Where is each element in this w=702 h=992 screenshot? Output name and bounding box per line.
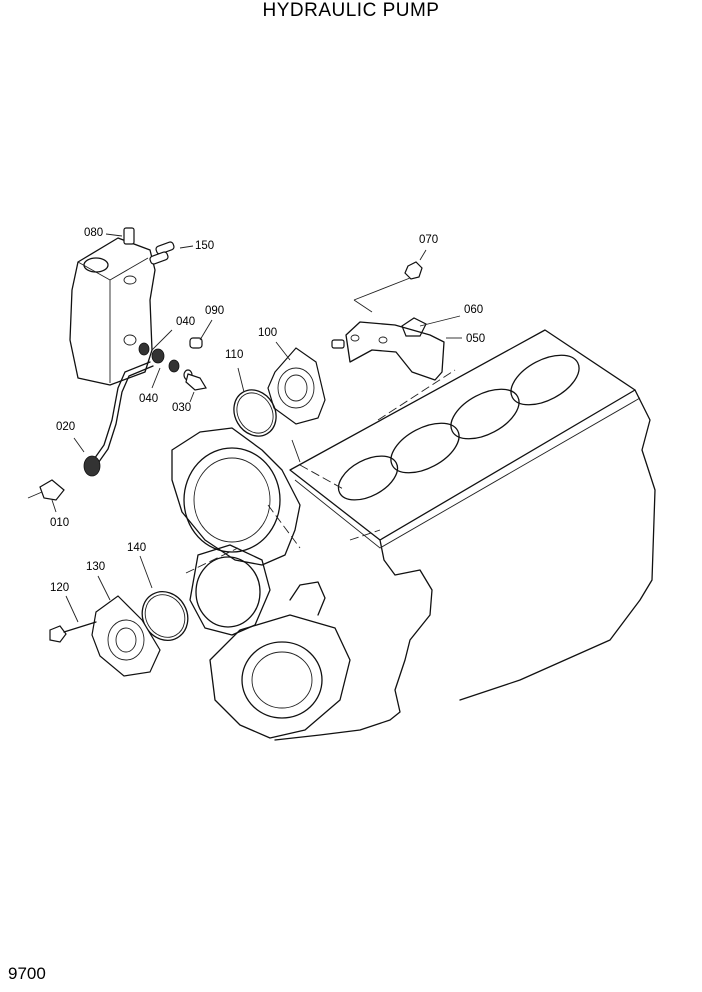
callout-110: 110 — [225, 349, 244, 361]
callout-020: 020 — [56, 421, 76, 433]
part-020-pipe — [73, 361, 154, 477]
part-110-o-ring — [233, 367, 277, 437]
callout-100: 100 — [258, 327, 278, 339]
part-090-plug — [189, 319, 213, 349]
callout-080: 080 — [84, 227, 104, 239]
part-050-bracket — [331, 321, 462, 381]
callout-030: 030 — [172, 402, 192, 414]
page-number: 9700 — [8, 964, 46, 983]
part-030-bolt — [185, 373, 207, 403]
part-150-plug — [149, 241, 194, 265]
page-title: HYDRAULIC PUMP — [262, 0, 440, 21]
engine-block — [171, 329, 656, 741]
pump-housing — [69, 237, 156, 386]
part-100-cover — [267, 341, 326, 425]
part-130-cover — [91, 575, 161, 677]
part-070-nut — [353, 249, 427, 313]
callout-050: 050 — [466, 333, 486, 345]
part-120-bolt — [49, 595, 97, 643]
callout-060: 060 — [464, 304, 484, 316]
callout-040: 040 — [176, 316, 196, 328]
part-080-plug — [105, 227, 135, 245]
callout-130: 130 — [86, 561, 106, 573]
callout-010: 010 — [50, 517, 70, 529]
part-010-connector — [27, 479, 65, 513]
callout-040-lower: 040 — [139, 393, 159, 405]
callout-070: 070 — [419, 234, 439, 246]
callout-150: 150 — [195, 240, 215, 252]
callout-120: 120 — [50, 582, 70, 594]
callout-090: 090 — [205, 305, 225, 317]
part-060-bolt — [401, 315, 461, 337]
part-040-washer — [138, 329, 193, 389]
callout-140: 140 — [127, 542, 147, 554]
